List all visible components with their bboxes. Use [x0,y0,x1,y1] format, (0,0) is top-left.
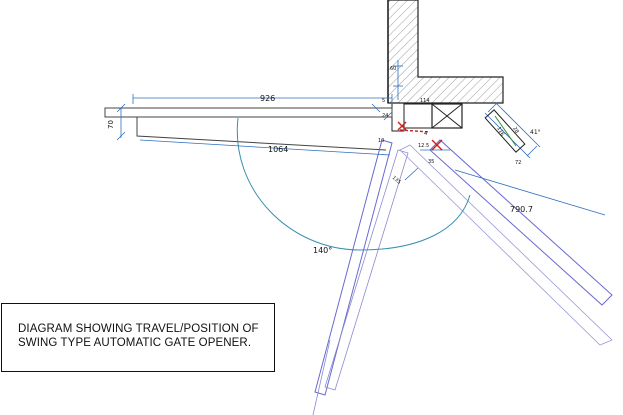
dim-small-f: 72 [515,160,521,166]
dim-gate-length: 926 [260,94,275,103]
dim-small-c: 4 [424,131,427,137]
dim-small-h: 114 [420,98,430,104]
caption-line-2: SWING TYPE AUTOMATIC GATE OPENER. [18,337,252,349]
dimension-texts: 926 70 1064 140° 790.7 5 24 10 12.5 4 35… [107,66,541,255]
dim-swing-angle: 140° [313,246,332,255]
gate-closed [104,107,393,151]
dim-post-offset-b: 24 [382,113,388,119]
dim-small-g: 60 [390,66,396,72]
gate-open-position-1 [312,139,409,415]
swing-arc [236,117,471,251]
dim-small-e: 135 [391,175,402,186]
dim-small-d: 35 [428,159,434,165]
motor-box [431,103,463,129]
dim-small-b: 12.5 [418,143,429,149]
dim-small-a: 10 [378,138,384,144]
dim-motor-angle: 41° [530,129,541,136]
dim-post-offset-a: 5 [382,98,385,104]
motor-arm [484,109,526,153]
hinge-post [391,102,433,132]
gate-open-position-2 [399,139,613,346]
caption-box: DIAGRAM SHOWING TRAVEL/POSITION OF SWING… [1,303,275,372]
dim-motor-len: 116 [495,126,505,137]
caption-line-1: DIAGRAM SHOWING TRAVEL/POSITION OF [18,323,259,335]
dim-motor-w: 28 [511,126,519,135]
hinge-marker [397,121,443,151]
dimension-lines [116,60,606,216]
dim-open-reach: 790.7 [510,205,533,214]
dim-opener-arm: 1064 [268,145,288,154]
dim-gate-height: 70 [107,120,115,129]
wall-pillar [387,0,504,104]
